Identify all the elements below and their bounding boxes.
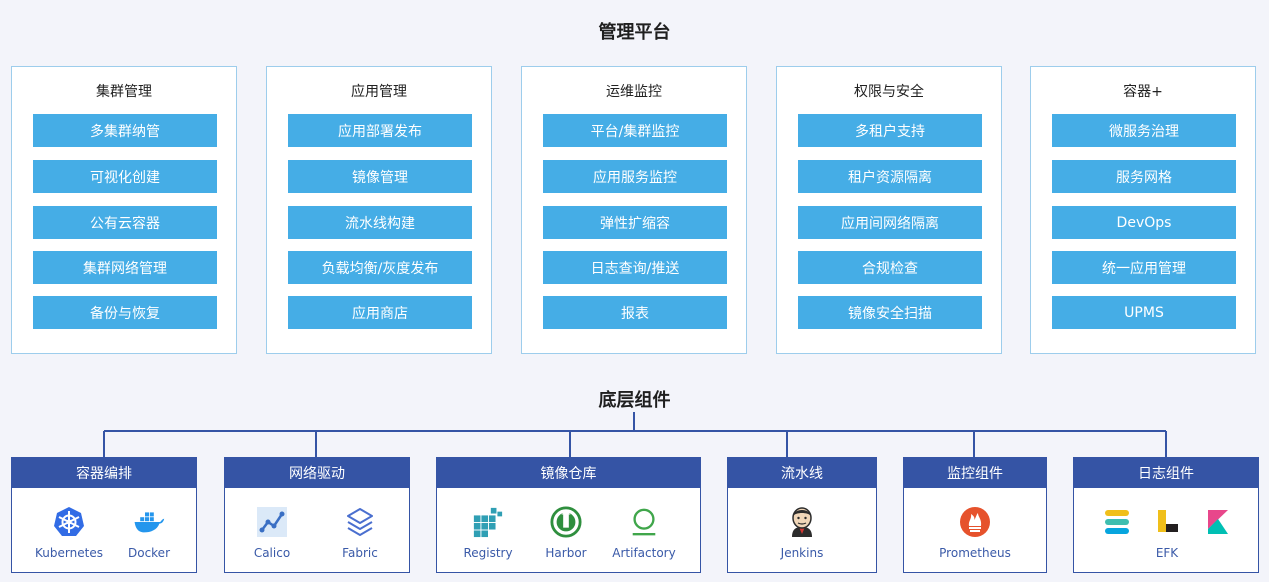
- feature-item[interactable]: 微服务治理: [1052, 114, 1236, 147]
- component-network-driver: 网络驱动 Calico Fabric: [224, 457, 410, 573]
- prometheus-icon: [959, 506, 991, 538]
- feature-item[interactable]: 多集群纳管: [33, 114, 217, 147]
- fluentd-icon: [1158, 510, 1178, 532]
- efk-icon: [1102, 506, 1232, 538]
- component-pipeline: 流水线 Jenkins: [727, 457, 877, 573]
- component-title: 网络驱动: [225, 458, 409, 488]
- tool-label: Artifactory: [612, 546, 676, 560]
- tool-prometheus[interactable]: Prometheus: [935, 506, 1015, 566]
- tool-efk[interactable]: EFK: [1087, 506, 1247, 566]
- feature-item[interactable]: 报表: [543, 296, 727, 329]
- section-title: 底层组件: [598, 390, 671, 411]
- artifactory-icon: [628, 506, 660, 538]
- feature-item[interactable]: 备份与恢复: [33, 296, 217, 329]
- feature-item[interactable]: 多租户支持: [798, 114, 982, 147]
- panel-container-plus: 容器+ 微服务治理 服务网格 DevOps 统一应用管理 UPMS: [1030, 66, 1256, 354]
- calico-icon: [256, 506, 288, 538]
- feature-item[interactable]: 日志查询/推送: [543, 251, 727, 284]
- component-title: 日志组件: [1074, 458, 1258, 488]
- panel-title: 容器+: [1123, 84, 1163, 100]
- tool-label: Prometheus: [939, 546, 1011, 560]
- tool-calico[interactable]: Calico: [232, 506, 312, 566]
- feature-item[interactable]: 镜像安全扫描: [798, 296, 982, 329]
- panel-cluster-management: 集群管理 多集群纳管 可视化创建 公有云容器 集群网络管理 备份与恢复: [11, 66, 237, 354]
- tool-label: Calico: [253, 546, 291, 560]
- panel-title: 权限与安全: [854, 84, 924, 100]
- tool-docker[interactable]: Docker: [109, 506, 189, 566]
- feature-item[interactable]: DevOps: [1052, 206, 1236, 239]
- tool-label: EFK: [1155, 546, 1179, 560]
- feature-item[interactable]: 合规检查: [798, 251, 982, 284]
- feature-item[interactable]: 统一应用管理: [1052, 251, 1236, 284]
- feature-item[interactable]: 应用商店: [288, 296, 472, 329]
- feature-item[interactable]: 应用间网络隔离: [798, 206, 982, 239]
- component-logging: 日志组件 EFK: [1073, 457, 1259, 573]
- panel-title: 集群管理: [96, 84, 152, 100]
- tool-label: Docker: [127, 546, 171, 560]
- component-container-orchestration: 容器编排 Kubernetes: [11, 457, 197, 573]
- kibana-icon: [1208, 510, 1228, 534]
- panel-permissions-security: 权限与安全 多租户支持 租户资源隔离 应用间网络隔离 合规检查 镜像安全扫描: [776, 66, 1002, 354]
- feature-item[interactable]: 租户资源隔离: [798, 160, 982, 193]
- component-title: 监控组件: [904, 458, 1046, 488]
- tool-label: Jenkins: [780, 546, 824, 560]
- tool-label: Registry: [463, 546, 513, 560]
- jenkins-icon: [786, 506, 818, 538]
- tool-label: Harbor: [545, 546, 587, 560]
- tool-jenkins[interactable]: Jenkins: [762, 506, 842, 566]
- panel-ops-monitoring: 运维监控 平台/集群监控 应用服务监控 弹性扩缩容 日志查询/推送 报表: [521, 66, 747, 354]
- fabric-icon: [344, 506, 376, 538]
- feature-item[interactable]: 应用服务监控: [543, 160, 727, 193]
- component-title: 容器编排: [12, 458, 196, 488]
- tool-label: Fabric: [342, 546, 378, 560]
- kubernetes-icon: [53, 506, 85, 538]
- feature-item[interactable]: 集群网络管理: [33, 251, 217, 284]
- tool-label: Kubernetes: [35, 546, 103, 560]
- feature-item[interactable]: 平台/集群监控: [543, 114, 727, 147]
- harbor-icon: [550, 506, 582, 538]
- feature-item[interactable]: 应用部署发布: [288, 114, 472, 147]
- page-title: 管理平台: [598, 22, 671, 43]
- feature-item[interactable]: 镜像管理: [288, 160, 472, 193]
- registry-icon: [472, 506, 504, 538]
- feature-item[interactable]: UPMS: [1052, 296, 1236, 329]
- feature-item[interactable]: 服务网格: [1052, 160, 1236, 193]
- component-image-registry: 镜像仓库 Registry Harbor: [436, 457, 701, 573]
- feature-item[interactable]: 公有云容器: [33, 206, 217, 239]
- tool-artifactory[interactable]: Artifactory: [604, 506, 684, 566]
- docker-icon: [133, 506, 165, 538]
- feature-item[interactable]: 可视化创建: [33, 160, 217, 193]
- tool-harbor[interactable]: Harbor: [526, 506, 606, 566]
- panel-application-management: 应用管理 应用部署发布 镜像管理 流水线构建 负载均衡/灰度发布 应用商店: [266, 66, 492, 354]
- component-title: 流水线: [728, 458, 876, 488]
- tool-registry[interactable]: Registry: [448, 506, 528, 566]
- feature-item[interactable]: 弹性扩缩容: [543, 206, 727, 239]
- elasticsearch-icon: [1105, 510, 1129, 534]
- feature-item[interactable]: 流水线构建: [288, 206, 472, 239]
- tool-kubernetes[interactable]: Kubernetes: [29, 506, 109, 566]
- component-title: 镜像仓库: [437, 458, 700, 488]
- feature-item[interactable]: 负载均衡/灰度发布: [288, 251, 472, 284]
- component-monitoring: 监控组件 Prometheus: [903, 457, 1047, 573]
- tool-fabric[interactable]: Fabric: [320, 506, 400, 566]
- panel-title: 运维监控: [606, 84, 662, 100]
- panel-title: 应用管理: [351, 84, 407, 100]
